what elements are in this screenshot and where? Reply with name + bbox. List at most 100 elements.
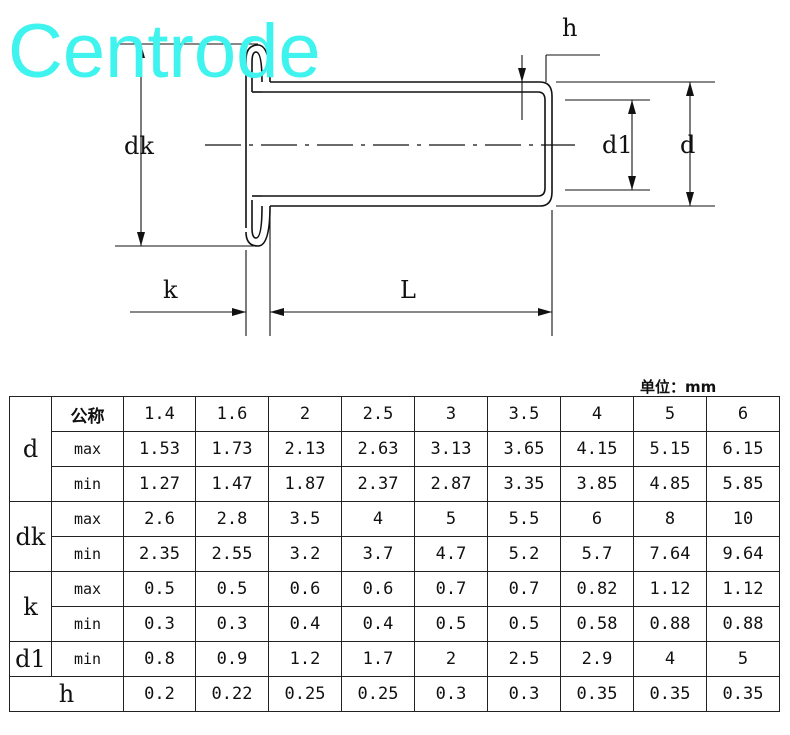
group-name-k: k bbox=[9, 571, 52, 642]
value-cell: 3.65 bbox=[487, 431, 561, 467]
value-cell: 0.6 bbox=[268, 571, 342, 607]
value-cell: 5.5 bbox=[487, 501, 561, 537]
value-cell: 2.13 bbox=[268, 431, 342, 467]
value-cell: 1.87 bbox=[268, 466, 342, 502]
value-cell: 0.7 bbox=[487, 571, 561, 607]
value-cell: 0.8 bbox=[123, 641, 196, 677]
head-curl-top-inner bbox=[251, 51, 263, 92]
value-cell: 4.85 bbox=[633, 466, 707, 502]
value-cell: 3.5 bbox=[268, 501, 342, 537]
value-cell: 6.15 bbox=[706, 431, 780, 467]
label-d: d bbox=[680, 131, 696, 159]
value-cell: 5.7 bbox=[560, 536, 634, 572]
value-cell: 0.5 bbox=[414, 606, 488, 642]
row-label: min bbox=[51, 466, 124, 502]
value-cell: 0.88 bbox=[706, 606, 780, 642]
value-cell: 9.64 bbox=[706, 536, 780, 572]
brand-watermark: Centrode bbox=[8, 9, 321, 94]
label-L: L bbox=[400, 276, 416, 304]
spec-table: d 公称 1.4 1.6 2 2.5 3 3.5 4 5 6 max 1.53 … bbox=[9, 396, 780, 712]
value-cell: 5 bbox=[706, 641, 780, 677]
value-cell: 2.6 bbox=[123, 501, 196, 537]
value-cell: 1.12 bbox=[706, 571, 780, 607]
head-curl-bottom-inner bbox=[251, 200, 263, 239]
value-cell: 3.35 bbox=[487, 466, 561, 502]
table-row: d1 min 0.8 0.9 1.2 1.7 2 2.5 2.9 4 5 bbox=[9, 641, 780, 677]
value-cell: 2.9 bbox=[560, 641, 634, 677]
group-name-d: d bbox=[9, 396, 52, 502]
table-row: k max 0.5 0.5 0.6 0.6 0.7 0.7 0.82 1.12 … bbox=[9, 571, 780, 642]
label-dk: dk bbox=[124, 132, 154, 160]
value-cell: 0.9 bbox=[195, 641, 269, 677]
value-cell: 0.22 bbox=[195, 676, 269, 712]
value-cell: 4.7 bbox=[414, 536, 488, 572]
head-curl-top bbox=[245, 44, 271, 228]
row-label: max bbox=[51, 571, 124, 607]
value-cell: 2.5 bbox=[487, 641, 561, 677]
table-row: max 1.53 1.73 2.13 2.63 3.13 3.65 4.15 5… bbox=[10, 431, 780, 467]
group-name-d1: d1 bbox=[9, 641, 52, 677]
value-cell: 7.64 bbox=[633, 536, 707, 572]
label-h: h bbox=[562, 14, 578, 42]
value-cell: 3.85 bbox=[560, 466, 634, 502]
value-cell: 0.5 bbox=[123, 571, 196, 607]
value-cell: 2.37 bbox=[341, 466, 415, 502]
value-cell: 0.4 bbox=[341, 606, 415, 642]
value-cell: 2 bbox=[414, 641, 488, 677]
head-curl-bottom bbox=[245, 205, 271, 247]
header-cell: 2.5 bbox=[341, 396, 415, 432]
value-cell: 0.4 bbox=[268, 606, 342, 642]
value-cell: 0.3 bbox=[123, 606, 196, 642]
value-cell: 5.85 bbox=[706, 466, 780, 502]
row-label: max bbox=[51, 501, 124, 537]
value-cell: 2.55 bbox=[195, 536, 269, 572]
value-cell: 0.58 bbox=[560, 606, 634, 642]
value-cell: 0.25 bbox=[341, 676, 415, 712]
value-cell: 0.3 bbox=[487, 676, 561, 712]
value-cell: 2.8 bbox=[195, 501, 269, 537]
value-cell: 0.2 bbox=[123, 676, 196, 712]
header-cell: 2 bbox=[268, 396, 342, 432]
row-label: min bbox=[51, 606, 124, 642]
header-cell: 3 bbox=[414, 396, 488, 432]
value-cell: 3.2 bbox=[268, 536, 342, 572]
value-cell: 10 bbox=[706, 501, 780, 537]
row-label: min bbox=[51, 536, 124, 572]
header-cell: 1.4 bbox=[123, 396, 196, 432]
value-cell: 1.73 bbox=[195, 431, 269, 467]
table-row: dk max 2.6 2.8 3.5 4 5 5.5 6 8 10 bbox=[9, 501, 780, 572]
value-cell: 8 bbox=[633, 501, 707, 537]
value-cell: 1.7 bbox=[341, 641, 415, 677]
row-label: max bbox=[51, 431, 124, 467]
value-cell: 0.7 bbox=[414, 571, 488, 607]
header-cell: 5 bbox=[633, 396, 707, 432]
value-cell: 0.35 bbox=[633, 676, 707, 712]
group-name-h: h bbox=[9, 676, 124, 712]
value-cell: 1.47 bbox=[195, 466, 269, 502]
header-cell: 4 bbox=[560, 396, 634, 432]
value-cell: 6 bbox=[560, 501, 634, 537]
value-cell: 2.35 bbox=[123, 536, 196, 572]
table-row: h 0.2 0.22 0.25 0.25 0.3 0.3 0.35 0.35 0… bbox=[9, 676, 780, 712]
value-cell: 1.27 bbox=[123, 466, 196, 502]
value-cell: 0.35 bbox=[706, 676, 780, 712]
label-k: k bbox=[163, 276, 178, 304]
shank-outer bbox=[270, 81, 553, 207]
value-cell: 0.3 bbox=[414, 676, 488, 712]
value-cell: 0.82 bbox=[560, 571, 634, 607]
header-cell: 3.5 bbox=[487, 396, 561, 432]
value-cell: 0.88 bbox=[633, 606, 707, 642]
table-row: min 1.27 1.47 1.87 2.37 2.87 3.35 3.85 4… bbox=[10, 466, 780, 502]
header-row: d 公称 1.4 1.6 2 2.5 3 3.5 4 5 6 bbox=[9, 396, 780, 502]
value-cell: 4 bbox=[633, 641, 707, 677]
value-cell: 1.2 bbox=[268, 641, 342, 677]
rivet-drawing bbox=[115, 43, 715, 336]
group-name-dk: dk bbox=[9, 501, 52, 572]
value-cell: 5.2 bbox=[487, 536, 561, 572]
value-cell: 5 bbox=[414, 501, 488, 537]
value-cell: 5.15 bbox=[633, 431, 707, 467]
shank-inner bbox=[262, 91, 546, 197]
value-cell: 0.5 bbox=[487, 606, 561, 642]
value-cell: 1.12 bbox=[633, 571, 707, 607]
value-cell: 0.35 bbox=[560, 676, 634, 712]
